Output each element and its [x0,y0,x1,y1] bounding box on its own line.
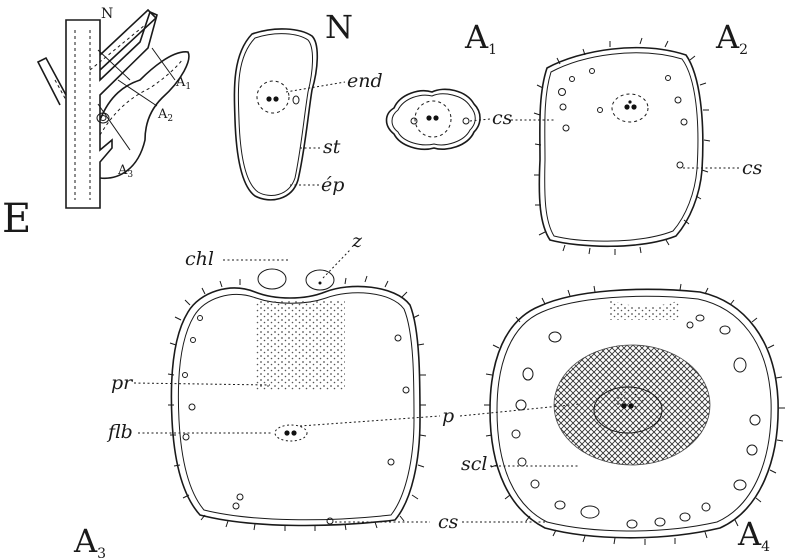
label-z: z [351,230,363,252]
label-flb: flb [106,421,133,443]
panel-e-branch-sketch: N A1 A2 A3 E [2,6,191,242]
label-scl: scl [461,453,487,475]
panel-a2-section: A2 cs [534,18,763,255]
sketch-label-n: N [101,6,113,22]
section-line-a3 [98,104,130,150]
panel-a3-section: chl z pr flb p scl cs A3 [73,230,580,560]
panel-a4-section: A4 [484,284,785,555]
a3-stippled-tissue [255,300,345,390]
panel-label-e: E [2,196,31,242]
a3-z-cell [306,270,334,290]
label-cs-a2: cs [742,157,763,179]
panel-label-a1: A1 [464,18,497,58]
a2-spines [534,38,710,255]
panel-label-a2: A2 [715,18,748,58]
panel-n-section: N end st ép [234,8,382,200]
a3-chl-cell [258,269,286,289]
section-line-a1 [152,48,175,80]
label-pr: pr [111,372,134,394]
label-end: end [347,70,383,92]
label-cs-bottom: cs [438,511,459,533]
section-line-n [98,50,130,80]
label-ep: ép [321,174,344,196]
label-p: p [442,405,454,427]
panel-a1-section: A1 cs [387,18,557,149]
panel-label-n: N [325,8,353,46]
label-st: st [323,136,341,158]
section-line-a2 [118,80,157,106]
sketch-label-a2: A2 [157,107,173,124]
panel-label-a4: A4 [737,515,770,555]
sketch-label-a3: A3 [117,163,133,180]
label-chl: chl [185,248,214,270]
label-cs-a1: cs [492,107,513,129]
sketch-label-a1: A1 [175,75,191,92]
panel-label-a3: A3 [73,522,106,560]
